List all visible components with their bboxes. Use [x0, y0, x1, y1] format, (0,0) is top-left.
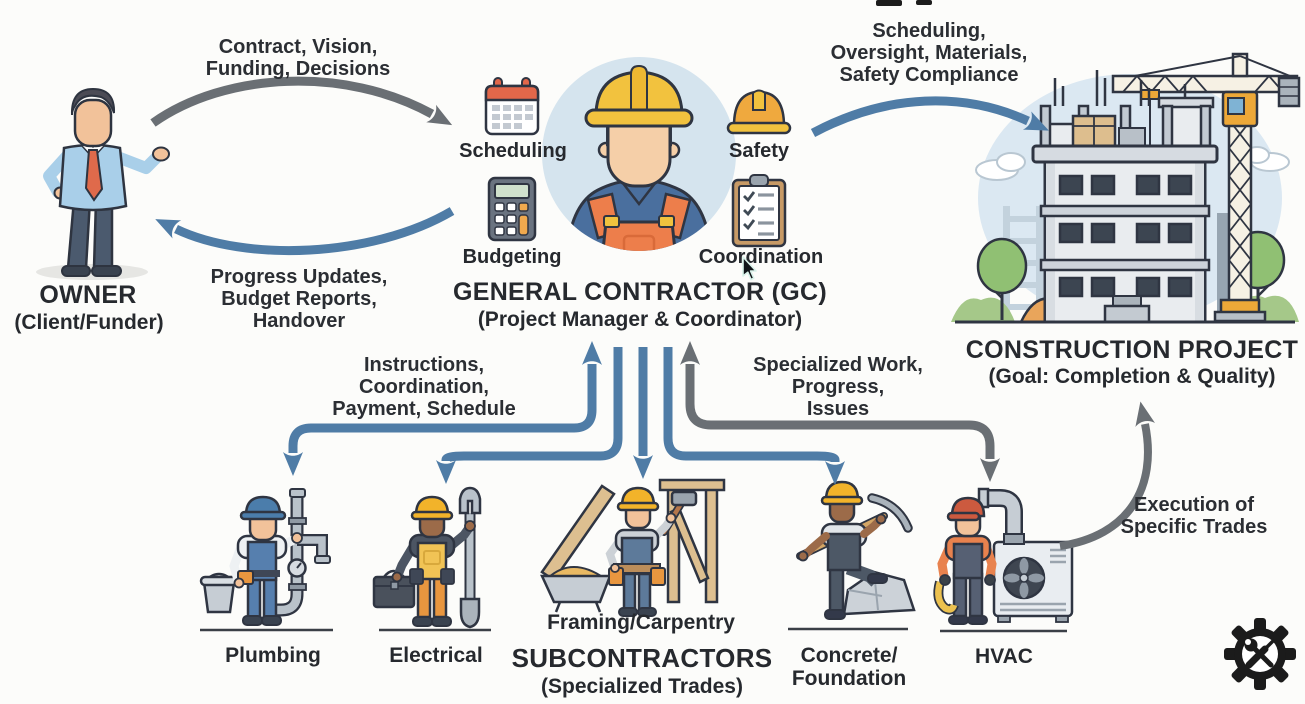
calendar-icon	[484, 77, 540, 136]
cropped-text-fragment	[876, 0, 932, 6]
arrow-owner-to-gc	[150, 76, 453, 127]
plumber-figure	[199, 488, 331, 626]
flow-label-gc-to-owner: Progress Updates, Budget Reports, Handov…	[210, 266, 388, 332]
gc-title: GENERAL CONTRACTOR (GC)	[452, 278, 828, 306]
arrow-gc-to-owner	[155, 207, 455, 256]
arrow-gc-electrical	[436, 347, 623, 484]
carpenter-figure	[540, 478, 726, 617]
gc-function-safety-label: Safety	[728, 140, 790, 162]
gc-function-scheduling-label: Scheduling	[459, 140, 567, 162]
construction-manager-figure	[542, 57, 736, 251]
building-under-construction-with-crane	[951, 52, 1301, 324]
flow-label-gc-to-subs: Instructions, Coordination, Payment, Sch…	[332, 354, 516, 420]
owner-title: OWNER	[39, 281, 137, 309]
arrow-gc-to-project	[810, 96, 1049, 137]
calculator-icon	[487, 176, 537, 242]
cloud-icon	[975, 146, 1290, 181]
arrow-subs-to-project	[1059, 401, 1155, 550]
gc-subtitle: (Project Manager & Coordinator)	[477, 308, 803, 331]
trade-label-hvac: HVAC	[975, 645, 1033, 668]
clipboard-checklist-icon	[731, 174, 787, 248]
mouse-cursor-icon	[742, 256, 757, 281]
owner-subtitle: (Client/Funder)	[14, 311, 164, 334]
hvac-worker-figure	[933, 487, 1074, 625]
arrow-gc-hvac	[680, 341, 1000, 482]
subcontractors-title: SUBCONTRACTORS	[511, 643, 773, 673]
hard-hat-icon	[726, 89, 792, 135]
businessman-figure	[36, 87, 170, 280]
flow-label-gc-to-project: Scheduling, Oversight, Materials, Safety…	[830, 20, 1028, 86]
project-title: CONSTRUCTION PROJECT	[965, 336, 1299, 364]
flow-label-owner-to-gc: Contract, Vision, Funding, Decisions	[205, 36, 391, 80]
trade-label-framing: Framing/Carpentry	[547, 611, 735, 634]
project-subtitle: (Goal: Completion & Quality)	[988, 365, 1276, 388]
gc-function-budgeting-label: Budgeting	[462, 246, 562, 268]
building-icon	[1031, 70, 1219, 324]
ground-lines	[200, 627, 1067, 633]
trade-label-electrical: Electrical	[389, 644, 483, 667]
arrow-gc-plumbing	[283, 341, 602, 476]
flow-label-subs-to-gc: Specialized Work, Progress, Issues	[753, 354, 923, 420]
trade-label-plumbing: Plumbing	[225, 644, 321, 667]
gear-tools-icon	[1224, 618, 1296, 690]
trade-label-concrete: Concrete/ Foundation	[791, 644, 907, 691]
concrete-worker-figure	[796, 480, 916, 620]
flow-label-subs-to-project: Execution of Specific Trades	[1120, 494, 1268, 538]
subcontractors-subtitle: (Specialized Trades)	[541, 675, 743, 698]
electrician-figure	[372, 486, 482, 629]
gc-function-coordination-label: Coordination	[698, 246, 824, 268]
